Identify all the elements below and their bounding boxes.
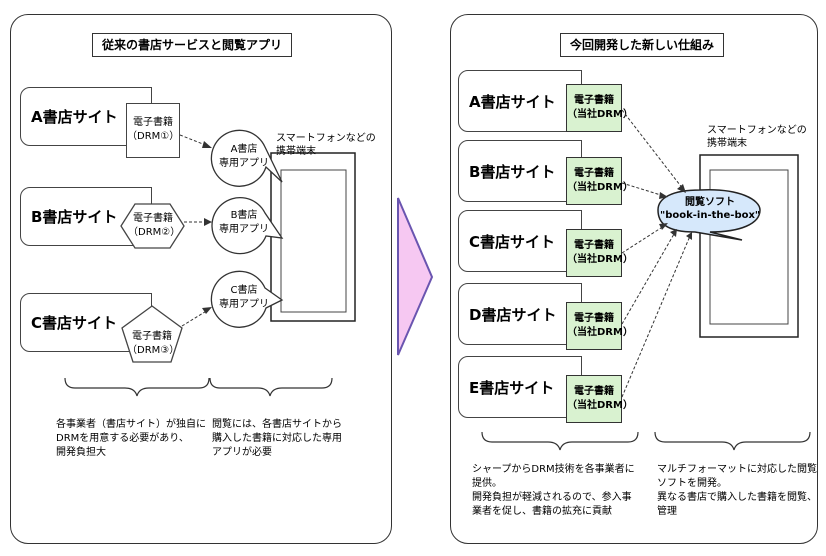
left-ebook-drm2-hexagon bbox=[120, 203, 185, 249]
right-arrow-b bbox=[621, 182, 665, 197]
right-arrowhead-a bbox=[677, 184, 686, 193]
left-arrowhead-b bbox=[204, 218, 212, 226]
left-app-bubble-b bbox=[211, 196, 284, 255]
left-device-screen bbox=[280, 169, 347, 313]
right-ebook-d: 電子書籍（当社DRM） bbox=[566, 302, 633, 350]
left-ebook-drm1: 電子書籍（DRM①） bbox=[126, 103, 180, 158]
right-arrow-d bbox=[621, 233, 675, 325]
right-arrow-a bbox=[621, 109, 684, 190]
left-app-bubble-a bbox=[210, 129, 283, 187]
right-site-e: E書店サイト bbox=[458, 356, 582, 418]
right-brace-2 bbox=[654, 431, 811, 451]
left-note-2: 閲覧には、各書店サイトから購入した書籍に対応した専用アプリが必要 bbox=[212, 419, 342, 458]
right-viewer-bubble bbox=[657, 189, 761, 241]
left-brace-1 bbox=[64, 377, 210, 397]
right-site-b: B書店サイト bbox=[458, 140, 582, 202]
left-device-label: スマートフォンなどの携帯端末 bbox=[276, 133, 376, 157]
right-arrowhead-b bbox=[659, 192, 668, 199]
left-app-a-label: A書店専用アプリ bbox=[219, 144, 269, 169]
left-app-bubble-c bbox=[210, 270, 284, 328]
right-ebook-b: 電子書籍（当社DRM） bbox=[566, 157, 633, 205]
right-viewer-label: 閲覧ソフト"book-in-the-box" bbox=[660, 197, 761, 221]
right-ebook-a: 電子書籍（当社DRM） bbox=[566, 84, 633, 132]
right-brace-1 bbox=[481, 431, 639, 451]
right-ebook-c: 電子書籍（当社DRM） bbox=[566, 229, 633, 277]
right-title: 今回開発した新しい仕組み bbox=[560, 33, 724, 57]
right-device-label: スマートフォンなどの携帯端末 bbox=[707, 125, 807, 149]
left-arrowhead-a bbox=[202, 141, 212, 148]
right-arrow-e bbox=[621, 235, 691, 398]
right-arrowhead-e bbox=[686, 232, 692, 240]
left-arrow-c bbox=[181, 309, 209, 327]
left-ebook-drm3-pentagon bbox=[121, 305, 183, 363]
right-site-d: D書店サイト bbox=[458, 283, 582, 345]
right-arrowhead-d bbox=[670, 229, 677, 237]
left-brace-2 bbox=[209, 377, 333, 397]
right-arrow-c bbox=[621, 225, 665, 254]
right-note-1: シャープからDRM技術を各事業者に提供。開発負担が軽減されるので、参入事業者を促… bbox=[472, 464, 635, 517]
left-title: 従来の書店サービスと閲覧アプリ bbox=[92, 33, 292, 57]
left-ebook-drm3-label: 電子書籍（DRM③） bbox=[127, 331, 180, 356]
right-site-a: A書店サイト bbox=[458, 70, 582, 132]
right-ebook-e: 電子書籍（当社DRM） bbox=[566, 375, 633, 423]
left-arrowhead-c bbox=[202, 307, 212, 314]
right-note-2: マルチフォーマットに対応した閲覧ソフトを開発。異なる書店で購入した書籍を閲覧、管… bbox=[657, 464, 817, 517]
center-transition-arrow bbox=[397, 197, 434, 356]
left-app-c-label: C書店専用アプリ bbox=[219, 285, 269, 310]
left-ebook-drm2-label: 電子書籍（DRM②） bbox=[128, 213, 181, 238]
right-arrowhead-c bbox=[659, 223, 668, 230]
left-app-b-label: B書店専用アプリ bbox=[219, 210, 269, 235]
